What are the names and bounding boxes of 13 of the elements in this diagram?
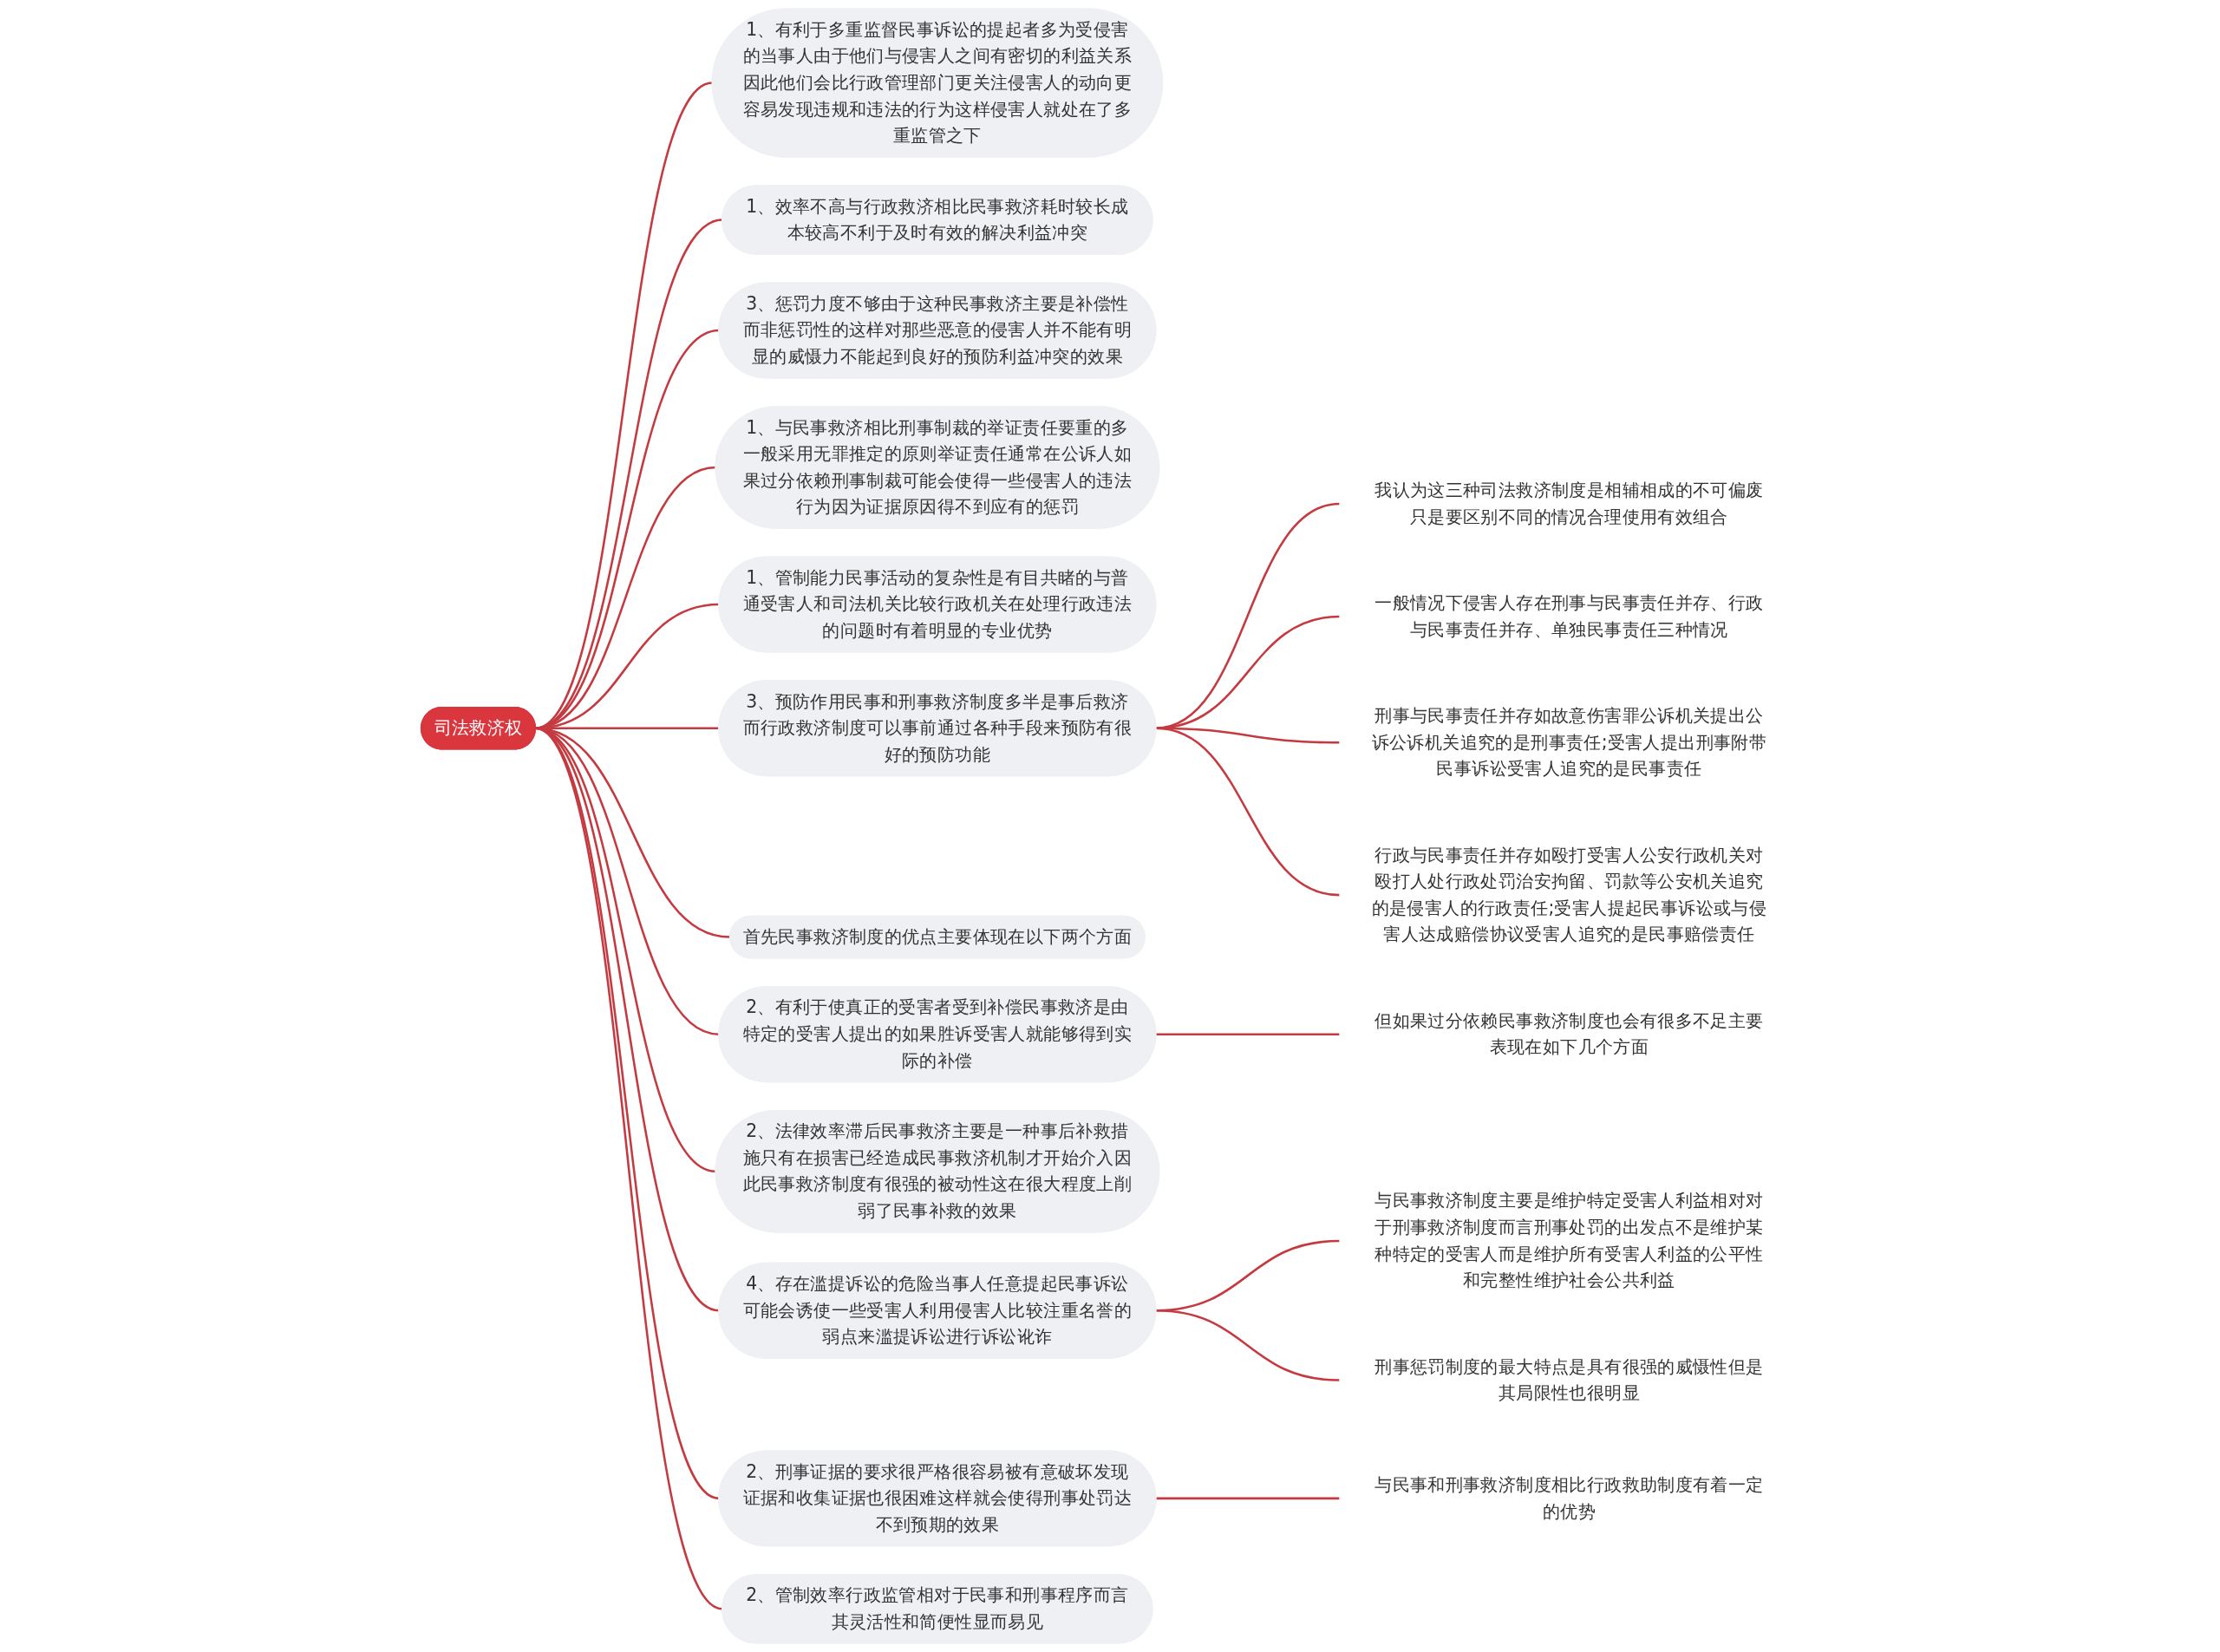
connector — [1155, 727, 1340, 897]
node-text: 行政与民事责任并存如殴打受害人公安行政机关对殴打人处行政处罚治安拘留、罚款等公安机关追究的是侵害人的行政责任;受害人提起民事诉讼或与侵害人达成赔偿协议受害人追究的是民事赔偿责任 — [1371, 844, 1767, 945]
connector — [1155, 1497, 1340, 1500]
node-text: 但如果过分依赖民事救济制度也会有很多不足主要表现在如下几个方面 — [1374, 1009, 1764, 1058]
node-text: 刑事与民事责任并存如故意伤害罪公诉机关提出公诉公诉机关追究的是刑事责任;受害人提出刑事附带民事诉讼受害人追究的是民事责任 — [1371, 704, 1767, 780]
node-text: 与民事和刑事救济制度相比行政救助制度有着一定的优势 — [1374, 1473, 1764, 1522]
node-text: 刑事惩罚制度的最大特点是具有很强的威慑性但是其局限性也很明显 — [1374, 1355, 1764, 1404]
node-text: 与民事救济制度主要是维护特定受害人利益相对对于刑事救济制度而言刑事处罚的出发点不是维护某种特定的受害人而是维护所有受害人利益的公平性和完整性维护社会公共利益 — [1374, 1190, 1764, 1291]
connector — [1155, 727, 1340, 744]
node-text: 我认为这三种司法救济制度是相辅相成的不可偏废只是要区别不同的情况合理使用有效组合 — [1374, 480, 1764, 527]
node-text: 一般情况下侵害人存在刑事与民事责任并存、行政与民事责任并存、单独民事责任三种情况 — [1374, 592, 1764, 640]
connector — [1155, 1033, 1340, 1035]
connector — [1155, 1309, 1340, 1381]
